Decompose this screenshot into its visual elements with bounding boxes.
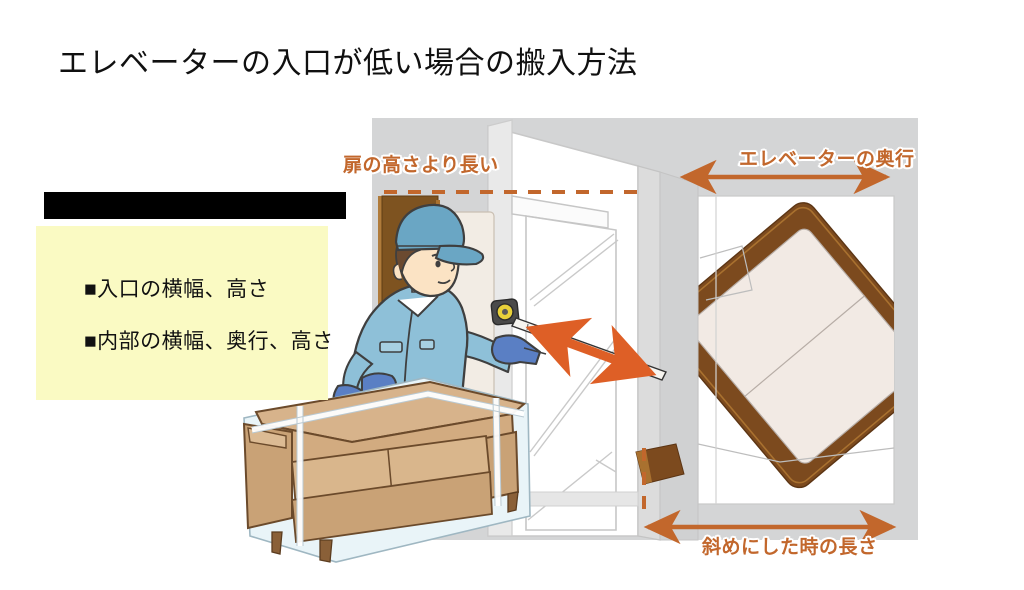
annotation-door-height: 扉の高さより長い: [343, 155, 499, 176]
checklist-item-entrance: ■入口の横幅、高さ: [84, 278, 270, 301]
measuring-tape-and-arrow: [490, 298, 667, 385]
wrapped-sofa: [242, 377, 531, 563]
diagonal-measure-arrow: [525, 317, 657, 385]
annotation-diagonal-length: 斜めにした時の長さ: [702, 537, 878, 558]
redaction-bar: [44, 192, 346, 219]
checklist-callout-box: ■入口の横幅、高さ ■内部の横幅、奥行、高さ: [36, 226, 333, 400]
checklist-item-interior: ■内部の横幅、奥行、高さ: [84, 330, 334, 353]
dimension-arrows: [643, 159, 897, 545]
dashed-guide-lines: [384, 190, 646, 520]
brown-panel-fragment: [635, 443, 685, 485]
tilted-sofa-in-elevator: [698, 196, 894, 504]
page-title: エレベーターの入口が低い場合の搬入方法: [58, 47, 638, 80]
annotation-elevator-depth: エレベーターの奥行: [739, 149, 915, 170]
